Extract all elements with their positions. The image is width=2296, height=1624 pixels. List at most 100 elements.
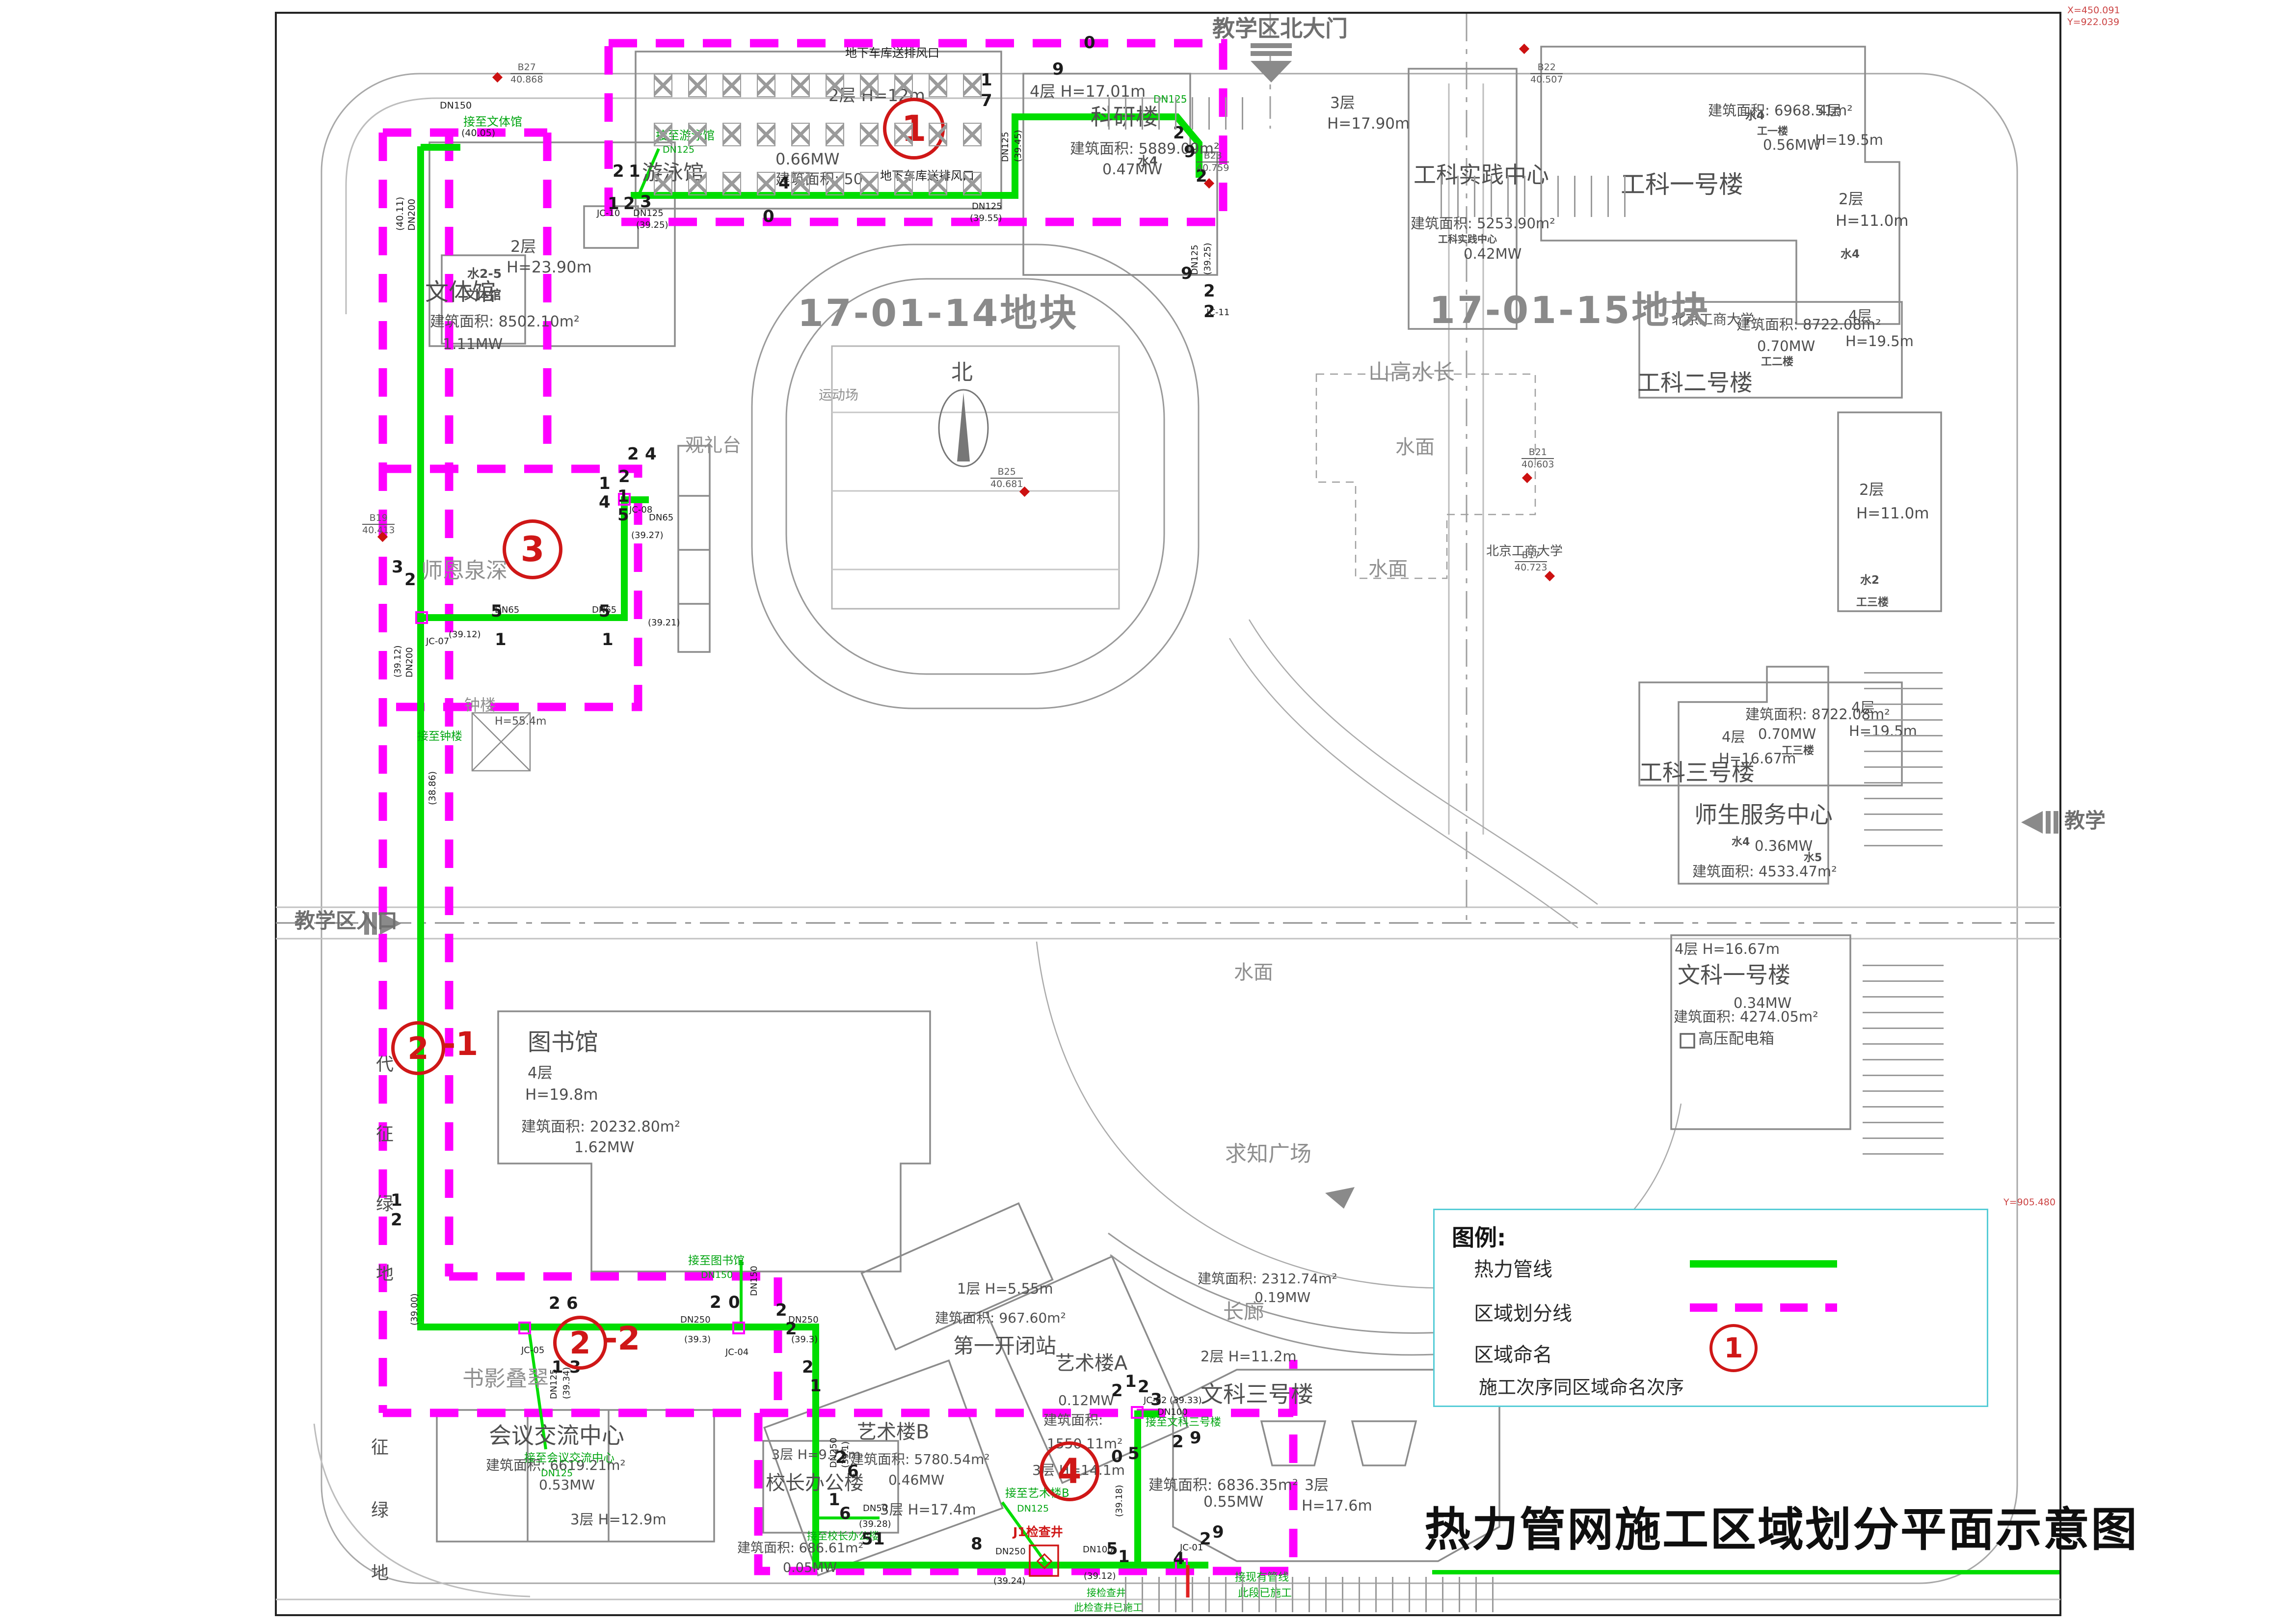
site-label: 建筑面积: bbox=[1043, 1412, 1103, 1428]
site-label: (39.28) bbox=[859, 1519, 891, 1529]
dimension-label: 2 bbox=[404, 570, 416, 590]
site-label: 2层 bbox=[1839, 190, 1864, 208]
dimension-label: 0 bbox=[1084, 33, 1095, 53]
pool-lane-block bbox=[757, 172, 775, 195]
pool-lane-block bbox=[688, 74, 707, 97]
parking-hatch bbox=[1863, 958, 1944, 1155]
site-label: (39.18) bbox=[1114, 1485, 1124, 1517]
site-label: 艺术楼B bbox=[857, 1421, 930, 1443]
site-label: 4层 bbox=[1848, 307, 1872, 324]
plaza-triangle-icon bbox=[1325, 1187, 1355, 1209]
parking-hatch bbox=[1864, 664, 1943, 846]
pool-lane-block bbox=[826, 172, 844, 195]
survey-code: B19 bbox=[362, 513, 395, 525]
site-label: 3层 bbox=[1305, 1477, 1329, 1494]
dimension-label: 4 bbox=[645, 444, 657, 464]
dimension-label: 9 bbox=[1184, 142, 1196, 162]
pool-lane-block bbox=[654, 172, 672, 195]
survey-value: 40.413 bbox=[362, 524, 395, 536]
corner-coordinate: X=450.091 bbox=[2067, 5, 2120, 16]
survey-value: 40.681 bbox=[990, 478, 1023, 489]
site-label: DN65 bbox=[592, 605, 617, 615]
site-label: H=11.0m bbox=[1856, 505, 1929, 522]
running-track bbox=[751, 244, 1200, 709]
site-label: 2层 bbox=[510, 237, 536, 256]
gate-symbols bbox=[364, 43, 2058, 1209]
dimension-label: 9 bbox=[1181, 264, 1193, 283]
site-label: (39.3) bbox=[684, 1334, 711, 1345]
survey-diamond-icon bbox=[492, 72, 503, 83]
pipeline-sample-line bbox=[1690, 1260, 1837, 1268]
pool-lane-block bbox=[860, 172, 879, 195]
site-label: J1检查井 bbox=[1013, 1525, 1063, 1539]
dimension-label: 4 bbox=[599, 492, 611, 512]
survey-code: B21 bbox=[1522, 447, 1554, 459]
building-gongke-wing bbox=[1837, 411, 1942, 612]
dimension-label: 2 bbox=[613, 162, 624, 181]
dimension-label: 2 bbox=[1138, 1377, 1149, 1397]
site-label: DN100 bbox=[1157, 1407, 1188, 1417]
dimension-label: 2 bbox=[1172, 1432, 1184, 1452]
site-label: 钟楼 bbox=[464, 696, 496, 714]
pool-lane-block bbox=[860, 123, 879, 146]
title-underline bbox=[1432, 1570, 2059, 1574]
building-wentiguan bbox=[428, 141, 676, 347]
pool-lane-block bbox=[826, 74, 844, 97]
pool-lane-block bbox=[929, 172, 947, 195]
site-label: 接至校长办公楼 bbox=[807, 1530, 879, 1542]
site-label: 水4 bbox=[1138, 154, 1158, 168]
corner-coordinate: Y=922.039 bbox=[2067, 17, 2120, 27]
dimension-label: 2 bbox=[391, 1210, 402, 1230]
dimension-label: 4 bbox=[778, 173, 790, 193]
legend-region-circle-icon: 1 bbox=[1709, 1324, 1758, 1372]
dimension-label: 2 bbox=[835, 1448, 847, 1467]
site-label: 建筑面积: 5780.54m² bbox=[850, 1451, 990, 1467]
site-label: 3层 bbox=[1330, 94, 1355, 112]
site-label: 第一开闭站 bbox=[953, 1334, 1057, 1358]
dimension-label: 9 bbox=[1212, 1522, 1224, 1542]
dimension-label: 1 bbox=[873, 1529, 885, 1549]
site-label: 3层 H=12.9m bbox=[570, 1511, 667, 1528]
site-label: (39.27) bbox=[631, 530, 664, 541]
building-guanlitai bbox=[677, 445, 711, 653]
legend: 图例: 热力管线 区域划分线 区域命名 1 施工次序同区域命名次序 bbox=[1433, 1209, 1988, 1407]
site-label: 建筑面积: 4274.05m² bbox=[1674, 1008, 1818, 1025]
compass-label: 北 bbox=[951, 360, 973, 385]
junction-boxes bbox=[415, 493, 1188, 1571]
pool-lane-block bbox=[963, 123, 982, 146]
dimension-label: 7 bbox=[981, 91, 992, 110]
dimension-label: 2 bbox=[802, 1357, 814, 1377]
site-label: (39.25) bbox=[636, 220, 668, 230]
site-label: 绿 bbox=[371, 1500, 389, 1520]
dimension-label: 2 bbox=[1203, 281, 1215, 301]
site-label: 0.66MW bbox=[775, 150, 840, 168]
site-label: 建筑面积: 8722.08m² bbox=[1736, 316, 1881, 333]
site-label: DN100 bbox=[1083, 1544, 1113, 1555]
dimension-label: 0 bbox=[763, 207, 774, 226]
dimension-label: 5 bbox=[861, 1529, 873, 1549]
pool-lane-block bbox=[929, 74, 947, 97]
survey-value: 40.507 bbox=[1530, 74, 1563, 85]
dimension-label: 1 bbox=[617, 487, 629, 506]
site-label: (40.05) bbox=[461, 128, 496, 138]
site-label: 征 bbox=[371, 1437, 389, 1458]
survey-value: 40.759 bbox=[1197, 162, 1229, 173]
hv-distribution-box-icon bbox=[1680, 1033, 1695, 1049]
site-label: 建筑面积: 2312.74m² bbox=[1198, 1271, 1337, 1287]
site-label: JC-11 bbox=[1206, 307, 1230, 318]
site-label: (39.12) bbox=[449, 629, 481, 640]
pool-lane-block bbox=[757, 74, 775, 97]
site-label: 运动场 bbox=[819, 388, 858, 403]
dimension-label: 2 bbox=[1196, 166, 1207, 186]
site-label: DN50 bbox=[863, 1503, 888, 1514]
pool-lane-block bbox=[963, 74, 982, 97]
site-label: 北京工商大学 bbox=[1486, 544, 1563, 559]
drawing-title: 热力管网施工区域划分平面示意图 bbox=[1424, 1503, 2139, 1557]
site-label: DN65 bbox=[495, 605, 520, 615]
site-label: 工科二号楼 bbox=[1637, 370, 1753, 397]
